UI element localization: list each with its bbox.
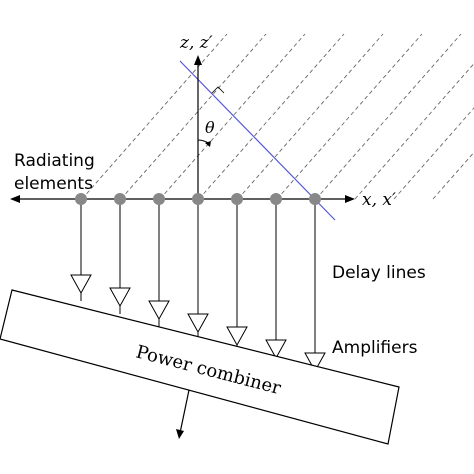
- radiating-element: [309, 193, 321, 205]
- output-line: [179, 389, 190, 434]
- delay-lines-label: Delay lines: [332, 263, 426, 283]
- radiating-label-line1: Radiating: [14, 151, 95, 171]
- z-axis-label: z, z′: [179, 33, 213, 53]
- incoming-wave-rays: [81, 33, 474, 200]
- radiating-elements-group: [70, 193, 326, 379]
- radiating-element: [231, 193, 243, 205]
- incoming-ray: [432, 151, 474, 200]
- incoming-ray: [393, 107, 474, 200]
- theta-arrow: [205, 141, 211, 147]
- incoming-ray: [237, 33, 384, 200]
- x-axis-left-arrow: [10, 195, 20, 203]
- incoming-ray: [81, 33, 228, 200]
- amplifier-triangle: [265, 339, 287, 360]
- amplifier-triangle: [226, 326, 248, 347]
- z-axis-arrow: [194, 55, 202, 65]
- amplifier-triangle: [70, 274, 92, 295]
- radiating-element: [192, 193, 204, 205]
- x-axis-right-arrow: [345, 195, 355, 203]
- incoming-ray: [315, 33, 462, 200]
- power-combiner-box: [0, 289, 400, 445]
- radiating-element: [114, 193, 126, 205]
- theta-label: θ: [205, 118, 215, 137]
- right-angle-marker: [211, 86, 225, 94]
- output-arrow: [176, 429, 184, 439]
- amplifier-triangle: [187, 313, 209, 334]
- amplifier-triangle: [304, 352, 326, 373]
- radiating-element: [75, 193, 87, 205]
- amplifier-triangle: [109, 287, 131, 308]
- radiating-label-line2: elements: [14, 174, 93, 194]
- radiating-element: [153, 193, 165, 205]
- radiating-element: [270, 193, 282, 205]
- wavefront-line: [179, 60, 336, 221]
- incoming-ray: [198, 33, 345, 200]
- incoming-ray: [276, 33, 423, 200]
- incoming-ray: [159, 33, 306, 200]
- incoming-ray: [120, 33, 267, 200]
- incoming-ray: [354, 62, 474, 200]
- amplifiers-label: Amplifiers: [332, 338, 418, 358]
- amplifier-triangle: [148, 300, 170, 321]
- x-axis-label: x, x′: [362, 190, 396, 210]
